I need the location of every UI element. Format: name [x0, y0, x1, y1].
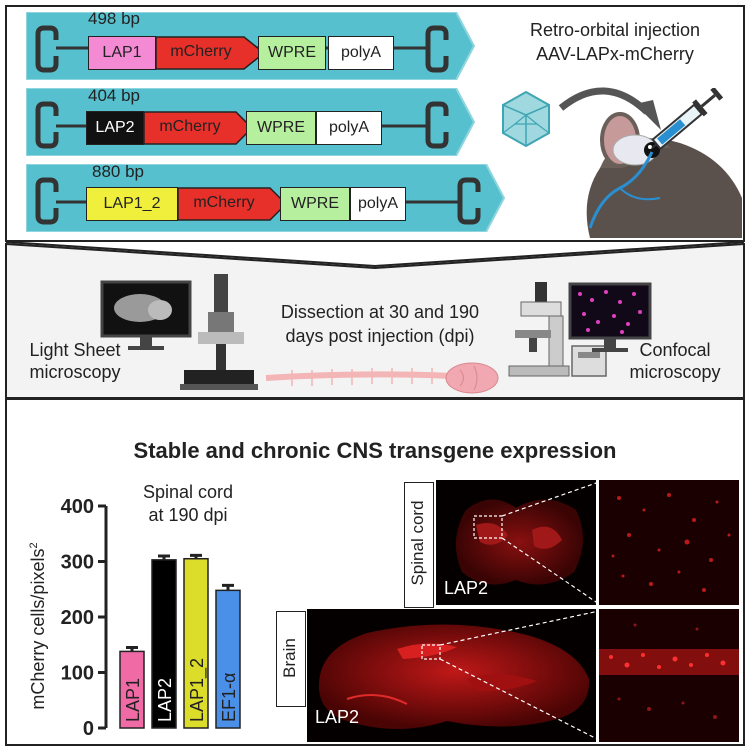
results-panel [5, 398, 745, 746]
brain-zoom-image [599, 609, 739, 742]
bar-chart: Spinal cord at 190 dpi mCherry cells/pix… [28, 482, 241, 740]
error-bar [190, 553, 202, 559]
y-tick-label: 300 [61, 552, 94, 574]
polya-box: polyA [328, 36, 394, 70]
confocal-monitor-icon [568, 282, 652, 352]
aav-capsid-icon [502, 90, 550, 148]
wpre-box: WPRE [258, 36, 326, 70]
brain-tag: LAP2 [315, 707, 360, 727]
injection-arrow-icon [558, 87, 661, 130]
promoter-size: 880 bp [92, 162, 144, 181]
chart-title-line2: at 190 dpi [148, 505, 227, 525]
promoter-size: 404 bp [88, 86, 140, 105]
polya-box: polyA [350, 187, 406, 221]
dissection-line-1: Dissection at 30 and 190 [280, 302, 480, 322]
error-bar [158, 554, 170, 560]
brain-zoom-lines [440, 610, 600, 741]
light-sheet-microscope-icon [180, 274, 258, 390]
wpre-box: WPRE [280, 187, 350, 221]
category-label: LAP2 [155, 678, 175, 722]
bar-lap1-2 [183, 557, 209, 729]
light-sheet-label-1: Light Sheet [29, 340, 121, 360]
monitor-icon [100, 280, 192, 350]
y-tick-label: 200 [61, 607, 94, 629]
confocal-microscope-icon [508, 282, 570, 377]
category-label: EF1-α [219, 673, 239, 722]
bar-lap2 [151, 559, 177, 729]
spinal-zoom-lines [501, 481, 600, 605]
confocal-label-2: microscopy [629, 362, 721, 382]
error-bar [222, 583, 234, 591]
y-axis-label-text: mCherry cells/pixels [28, 549, 48, 710]
chevron-divider [5, 241, 745, 268]
construct-lap1: 498 bp LAP1 mCherry WPRE polyA [26, 9, 476, 80]
y-tick-label: 0 [83, 718, 94, 740]
spinal-tag: LAP2 [444, 578, 489, 598]
spinal-cord-image [436, 480, 596, 605]
constructs-panel [5, 5, 745, 242]
construct-lap1-2: 880 bp LAP1_2 mCherry WPRE polyA [26, 162, 506, 232]
results-title: Stable and chronic CNS transgene express… [133, 438, 617, 463]
spinal-cord-brain-icon [265, 362, 499, 394]
y-tick-label: 400 [61, 496, 94, 518]
promoter-box: LAP1 [88, 36, 156, 70]
construct-lap2: 404 bp LAP2 mCherry WPRE polyA [26, 86, 476, 156]
category-label: LAP1 [123, 678, 143, 722]
error-bar [126, 646, 138, 652]
bar-lap1 [119, 650, 145, 729]
y-axis-label-sup: 2 [28, 542, 40, 548]
y-tick-label: 100 [61, 663, 94, 685]
mcherry-label: mCherry [193, 194, 255, 211]
spinal-label-box [404, 482, 434, 608]
mcherry-arrow [144, 111, 254, 145]
polya-box: polyA [316, 111, 382, 145]
spinal-zoom-image [599, 480, 739, 605]
dissection-line-2: days post injection (dpi) [285, 326, 475, 346]
promoter-size: 498 bp [88, 9, 140, 28]
brain-image [307, 609, 596, 742]
spinal-label: Spinal cord [408, 500, 427, 586]
promoter-box: LAP2 [86, 111, 144, 145]
mcherry-label: mCherry [159, 118, 221, 135]
injection-vector: AAV-LAPx-mCherry [536, 44, 694, 64]
promoter-box: LAP1_2 [86, 187, 178, 221]
mcherry-arrow [178, 187, 288, 221]
light-sheet-label-2: microscopy [29, 362, 121, 382]
brain-label-box [276, 611, 306, 707]
category-label: LAP1_2 [187, 658, 208, 722]
injection-title: Retro-orbital injection [529, 20, 701, 40]
chart-title-line1: Spinal cord [143, 482, 233, 502]
y-axis-label: mCherry cells/pixels2 [28, 542, 48, 709]
confocal-label-1: Confocal [639, 340, 711, 360]
wpre-box: WPRE [246, 111, 316, 145]
mouse-syringe-icon [586, 88, 742, 238]
mcherry-label: mCherry [170, 43, 232, 60]
mcherry-arrow [156, 36, 266, 70]
brain-label: Brain [280, 638, 299, 678]
